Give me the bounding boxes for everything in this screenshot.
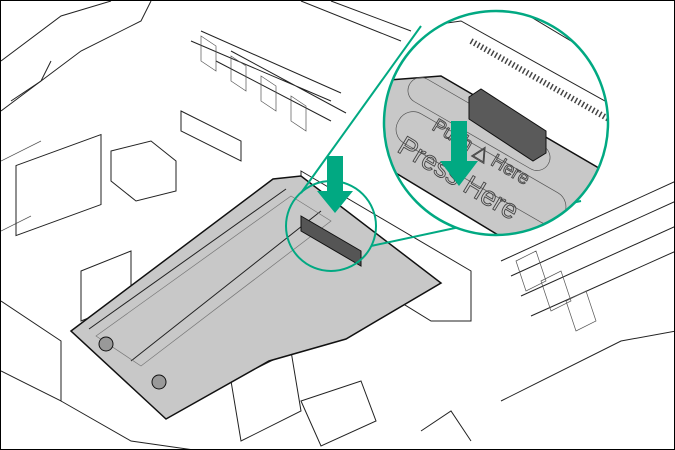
down-arrow-icon bbox=[440, 121, 478, 186]
mounting-screw bbox=[98, 336, 114, 352]
dimm-slots-top bbox=[190, 1, 412, 132]
latch-connector bbox=[468, 88, 547, 162]
magnified-view: Push △ Here Press Here bbox=[382, 9, 610, 237]
m2-board bbox=[69, 175, 443, 420]
mounting-screw bbox=[151, 374, 167, 390]
dimm-slots-right bbox=[500, 181, 674, 402]
down-arrow-icon bbox=[317, 156, 353, 213]
magnifier-circle bbox=[382, 9, 610, 237]
